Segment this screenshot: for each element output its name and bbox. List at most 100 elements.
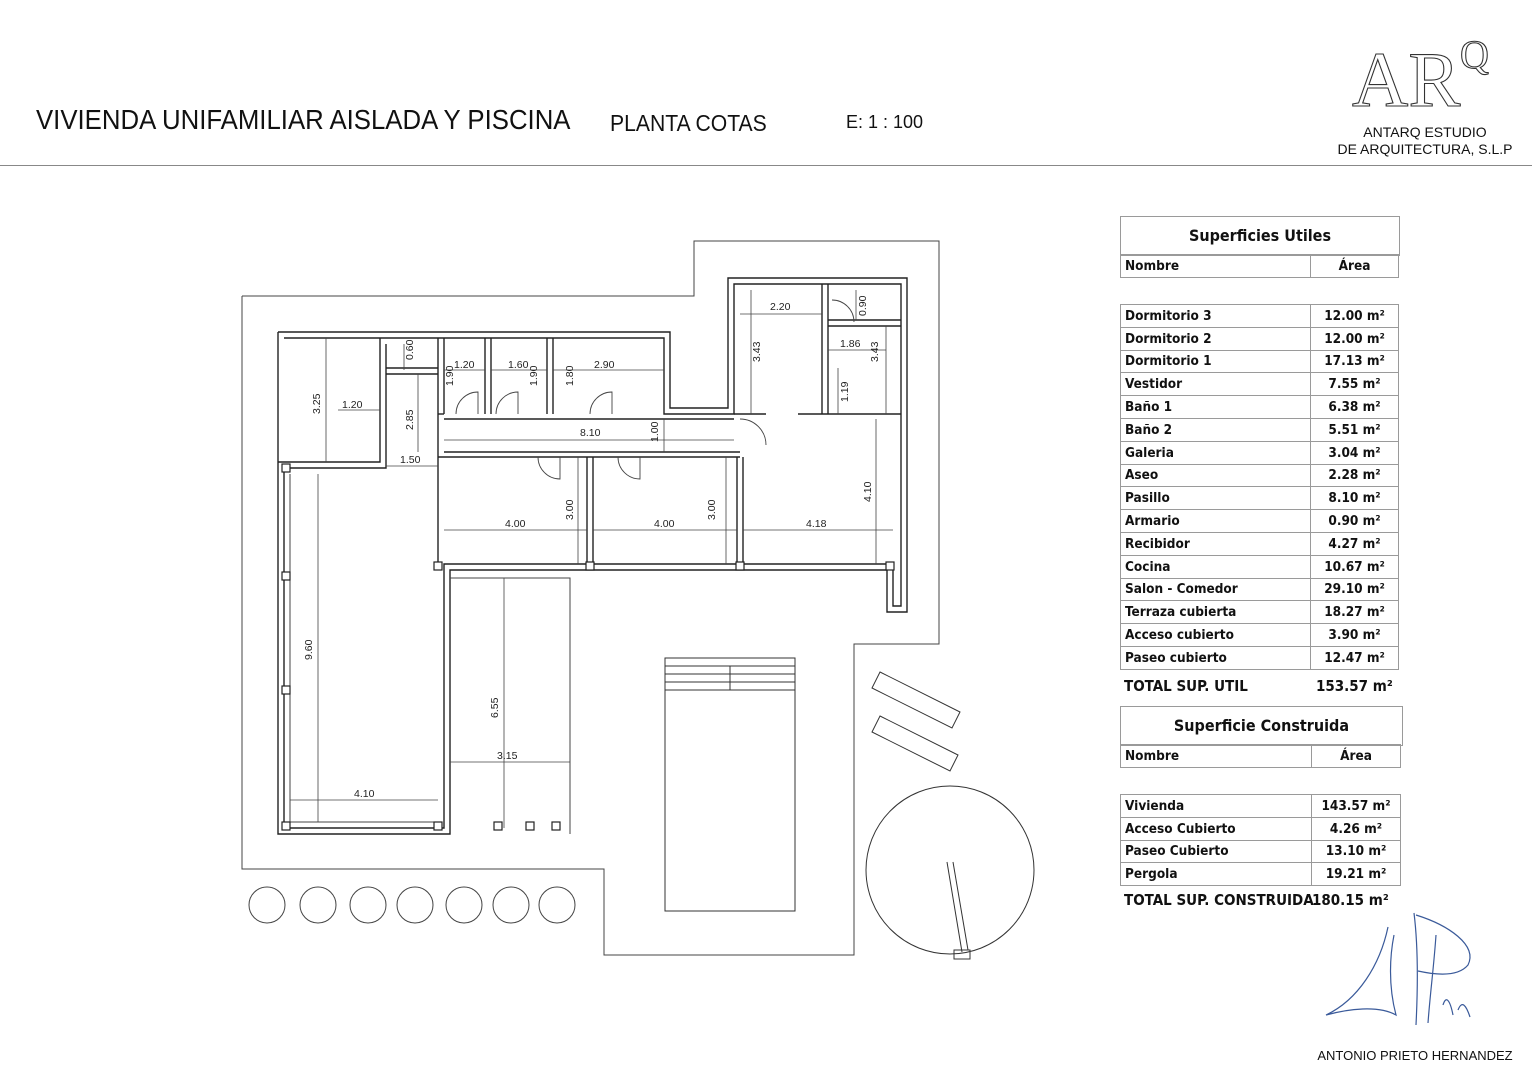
room-name: Terraza cubierta [1120,600,1311,625]
room-area: 18.27 m² [1310,600,1399,625]
util-total-value: 153.57 m² [1316,677,1393,695]
dim-label: 1.19 [839,381,851,402]
project-title: VIVIENDA UNIFAMILIAR AISLADA Y PISCINA [36,104,571,135]
door-swings [455,299,855,480]
dim-label: 2.20 [770,301,791,313]
trees [248,886,576,924]
room-area: 6.38 m² [1310,395,1399,419]
room-area: 3.04 m² [1310,440,1399,465]
room-name: Pergola [1120,862,1312,887]
room-area: 8.10 m² [1310,486,1399,511]
room-name: Acceso Cubierto [1120,816,1312,841]
logo-letters: AR [1352,36,1460,120]
dim-label: 3.43 [751,341,763,362]
room-name: Paseo Cubierto [1120,839,1312,864]
dim-label: 4.10 [862,481,874,502]
pool [664,657,796,912]
room-area: 143.57 m² [1311,794,1401,818]
dim-label: 1.90 [528,365,540,386]
room-area: 19.21 m² [1311,862,1401,887]
signature-mark [1325,912,1471,1026]
room-area: 12.47 m² [1310,645,1399,670]
util-table-header: Nombre Área [1120,254,1399,278]
room-area: 3.90 m² [1310,623,1399,647]
dim-label: 0.90 [857,295,869,316]
room-name: Dormitorio 2 [1120,326,1311,351]
util-table-caption: Superficies Utiles [1120,216,1400,256]
umbrella [865,785,1035,960]
dimension-lines [290,290,893,828]
dim-label: 3.15 [497,750,518,762]
dim-label: 6.55 [489,697,501,718]
dim-label: 1.80 [564,365,576,386]
room-name: Dormitorio 1 [1120,349,1311,374]
room-name: Aseo [1120,463,1311,488]
dim-label: 9.60 [303,639,315,660]
col-area-header: Área [1310,254,1399,278]
room-name: Acceso cubierto [1120,623,1311,647]
dim-label: 4.18 [806,518,827,530]
room-name: Baño 2 [1120,417,1311,442]
firm-line-1: ANTARQ ESTUDIO [1363,124,1487,140]
room-name: Dormitorio 3 [1120,304,1311,328]
dim-label: 1.20 [454,359,475,371]
header-divider [0,165,1532,166]
dim-label: 3.25 [311,393,323,414]
room-name: Galeria [1120,440,1311,465]
firm-line-2: DE ARQUITECTURA, S.L.P [1337,141,1513,157]
room-name: Pasillo [1120,486,1311,511]
room-name: Vivienda [1120,794,1312,818]
room-area: 0.90 m² [1310,509,1399,533]
dim-label: 3.00 [706,499,718,520]
col-name-header: Nombre [1120,744,1312,768]
dim-label: 1.86 [840,338,861,350]
house-walls [277,277,908,835]
dim-label: 2.90 [594,359,615,371]
room-area: 10.67 m² [1310,554,1399,579]
firm-logo: AR Q [1351,31,1489,120]
built-table-header: Nombre Área [1120,744,1401,768]
room-area: 2.28 m² [1310,463,1399,488]
dim-label: 2.85 [404,409,416,430]
room-area: 4.27 m² [1310,531,1399,556]
util-total-label: TOTAL SUP. UTIL [1124,677,1248,695]
firm-name: ANTARQ ESTUDIO DE ARQUITECTURA, S.L.P [1330,124,1520,158]
dim-label: 1.60 [508,359,529,371]
dim-label: 4.00 [505,518,526,530]
terrace-outline [289,474,571,834]
signer-name: ANTONIO PRIETO HERNANDEZ [1317,1048,1513,1063]
floor-plan: 2.20 0.90 1.86 3.43 3.43 1.19 0.60 1.20 … [241,240,1035,960]
built-table-caption: Superficie Construida [1120,706,1403,746]
dimension-labels: 2.20 0.90 1.86 3.43 3.43 1.19 0.60 1.20 … [303,295,881,800]
logo-superscript: Q [1460,32,1489,77]
room-name: Cocina [1120,554,1311,579]
room-area: 4.26 m² [1311,816,1401,841]
dim-label: 4.00 [654,518,675,530]
room-area: 17.13 m² [1310,349,1399,374]
room-name: Baño 1 [1120,395,1311,419]
room-name: Paseo cubierto [1120,645,1311,670]
built-total-value: 180.15 m² [1312,891,1389,909]
dim-label: 0.60 [404,339,416,360]
dim-label: 1.90 [444,365,456,386]
dim-label: 1.00 [649,421,661,442]
dim-label: 3.43 [869,341,881,362]
col-area-header: Área [1311,744,1401,768]
room-name: Vestidor [1120,372,1311,397]
dim-label: 1.50 [400,454,421,466]
room-area: 29.10 m² [1310,577,1399,602]
